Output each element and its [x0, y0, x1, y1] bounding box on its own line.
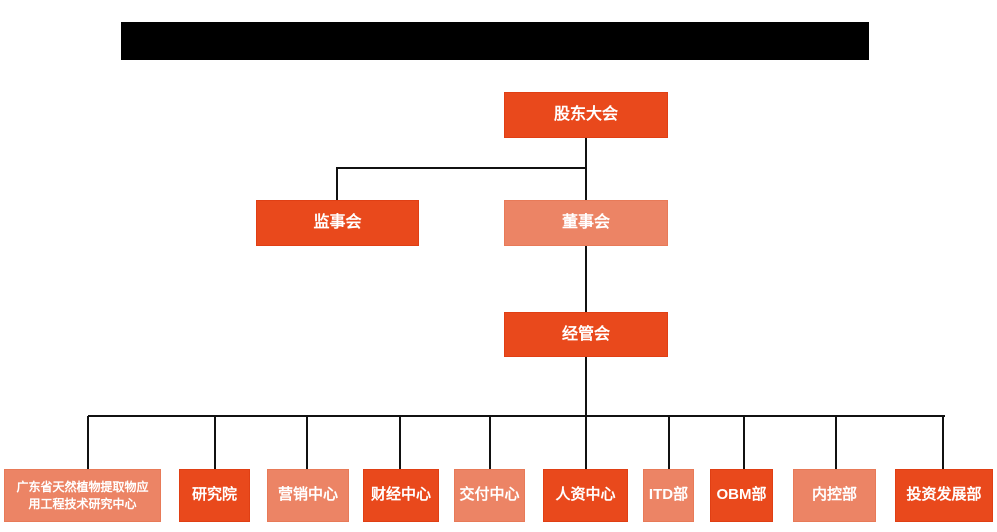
redacted-title-bar [121, 22, 869, 60]
node-delivery-center: 交付中心 [454, 469, 525, 522]
node-hr-center: 人资中心 [543, 469, 628, 522]
node-finance-center: 财经中心 [363, 469, 439, 522]
node-research-institute: 研究院 [179, 469, 250, 522]
node-obm-dept: OBM部 [710, 469, 773, 522]
node-guangdong-research-center: 广东省天然植物提取物应用工程技术研究中心 [4, 469, 161, 522]
node-shareholders-meeting: 股东大会 [504, 92, 668, 138]
node-internal-control-dept: 内控部 [793, 469, 876, 522]
node-marketing-center: 营销中心 [267, 469, 349, 522]
node-management-committee: 经管会 [504, 312, 668, 357]
node-itd-dept: ITD部 [643, 469, 694, 522]
node-board-of-directors: 董事会 [504, 200, 668, 246]
node-supervisory-board: 监事会 [256, 200, 419, 246]
node-investment-dev-dept: 投资发展部 [895, 469, 993, 522]
